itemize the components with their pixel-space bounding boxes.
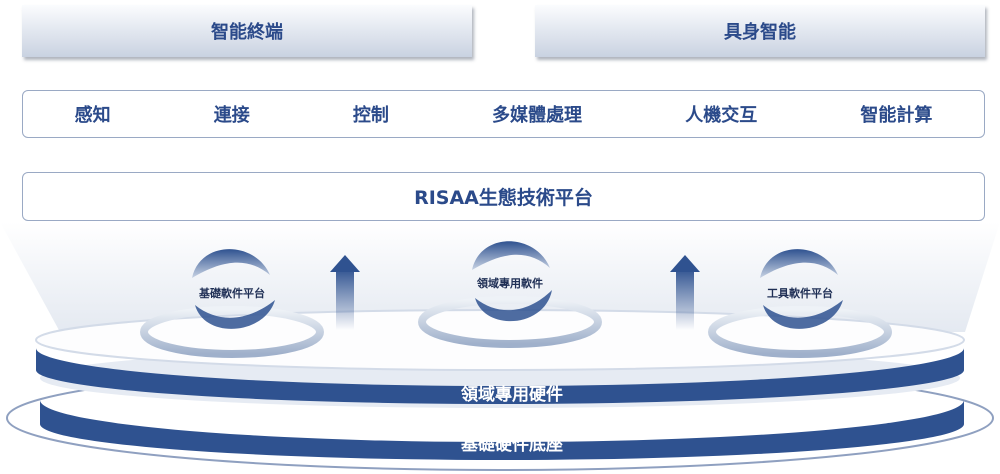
embodied-ai-box: 具身智能 bbox=[535, 5, 985, 57]
capability-item: 控制 bbox=[352, 105, 389, 126]
hardware-band bbox=[36, 348, 964, 404]
capability-item: 智能計算 bbox=[860, 105, 933, 126]
box-label: 具身智能 bbox=[724, 22, 796, 43]
arrow-left bbox=[330, 255, 360, 330]
capability-item: 多媒體處理 bbox=[492, 105, 583, 126]
module-basic-software: 基礎軟件平台 bbox=[140, 249, 324, 358]
capability-item: 感知 bbox=[74, 105, 111, 126]
box-label: 智能終端 bbox=[211, 22, 283, 43]
capability-item: 人機交互 bbox=[685, 105, 758, 126]
module-tool-software: 工具軟件平台 bbox=[708, 249, 892, 358]
module-label: 領域專用軟件 bbox=[476, 276, 543, 290]
arrow-right bbox=[670, 255, 700, 330]
platform-label: RISAA生態技術平台 bbox=[414, 187, 593, 209]
module-label: 基礎軟件平台 bbox=[198, 286, 265, 300]
light-cone bbox=[0, 222, 1000, 332]
hardware-label: 領域專用硬件 bbox=[461, 384, 563, 405]
capabilities-bar: 感知 連接 控制 多媒體處理 人機交互 智能計算 bbox=[22, 90, 985, 138]
risaa-platform-bar: RISAA生態技術平台 bbox=[22, 172, 985, 221]
capability-item: 連接 bbox=[213, 105, 250, 126]
module-domain-software: 領域專用軟件 bbox=[418, 241, 602, 348]
smart-terminal-box: 智能終端 bbox=[22, 5, 472, 57]
base-band bbox=[40, 400, 964, 460]
hardware-base-label: 基礎硬件底座 bbox=[460, 434, 563, 455]
module-label: 工具軟件平台 bbox=[767, 286, 833, 300]
